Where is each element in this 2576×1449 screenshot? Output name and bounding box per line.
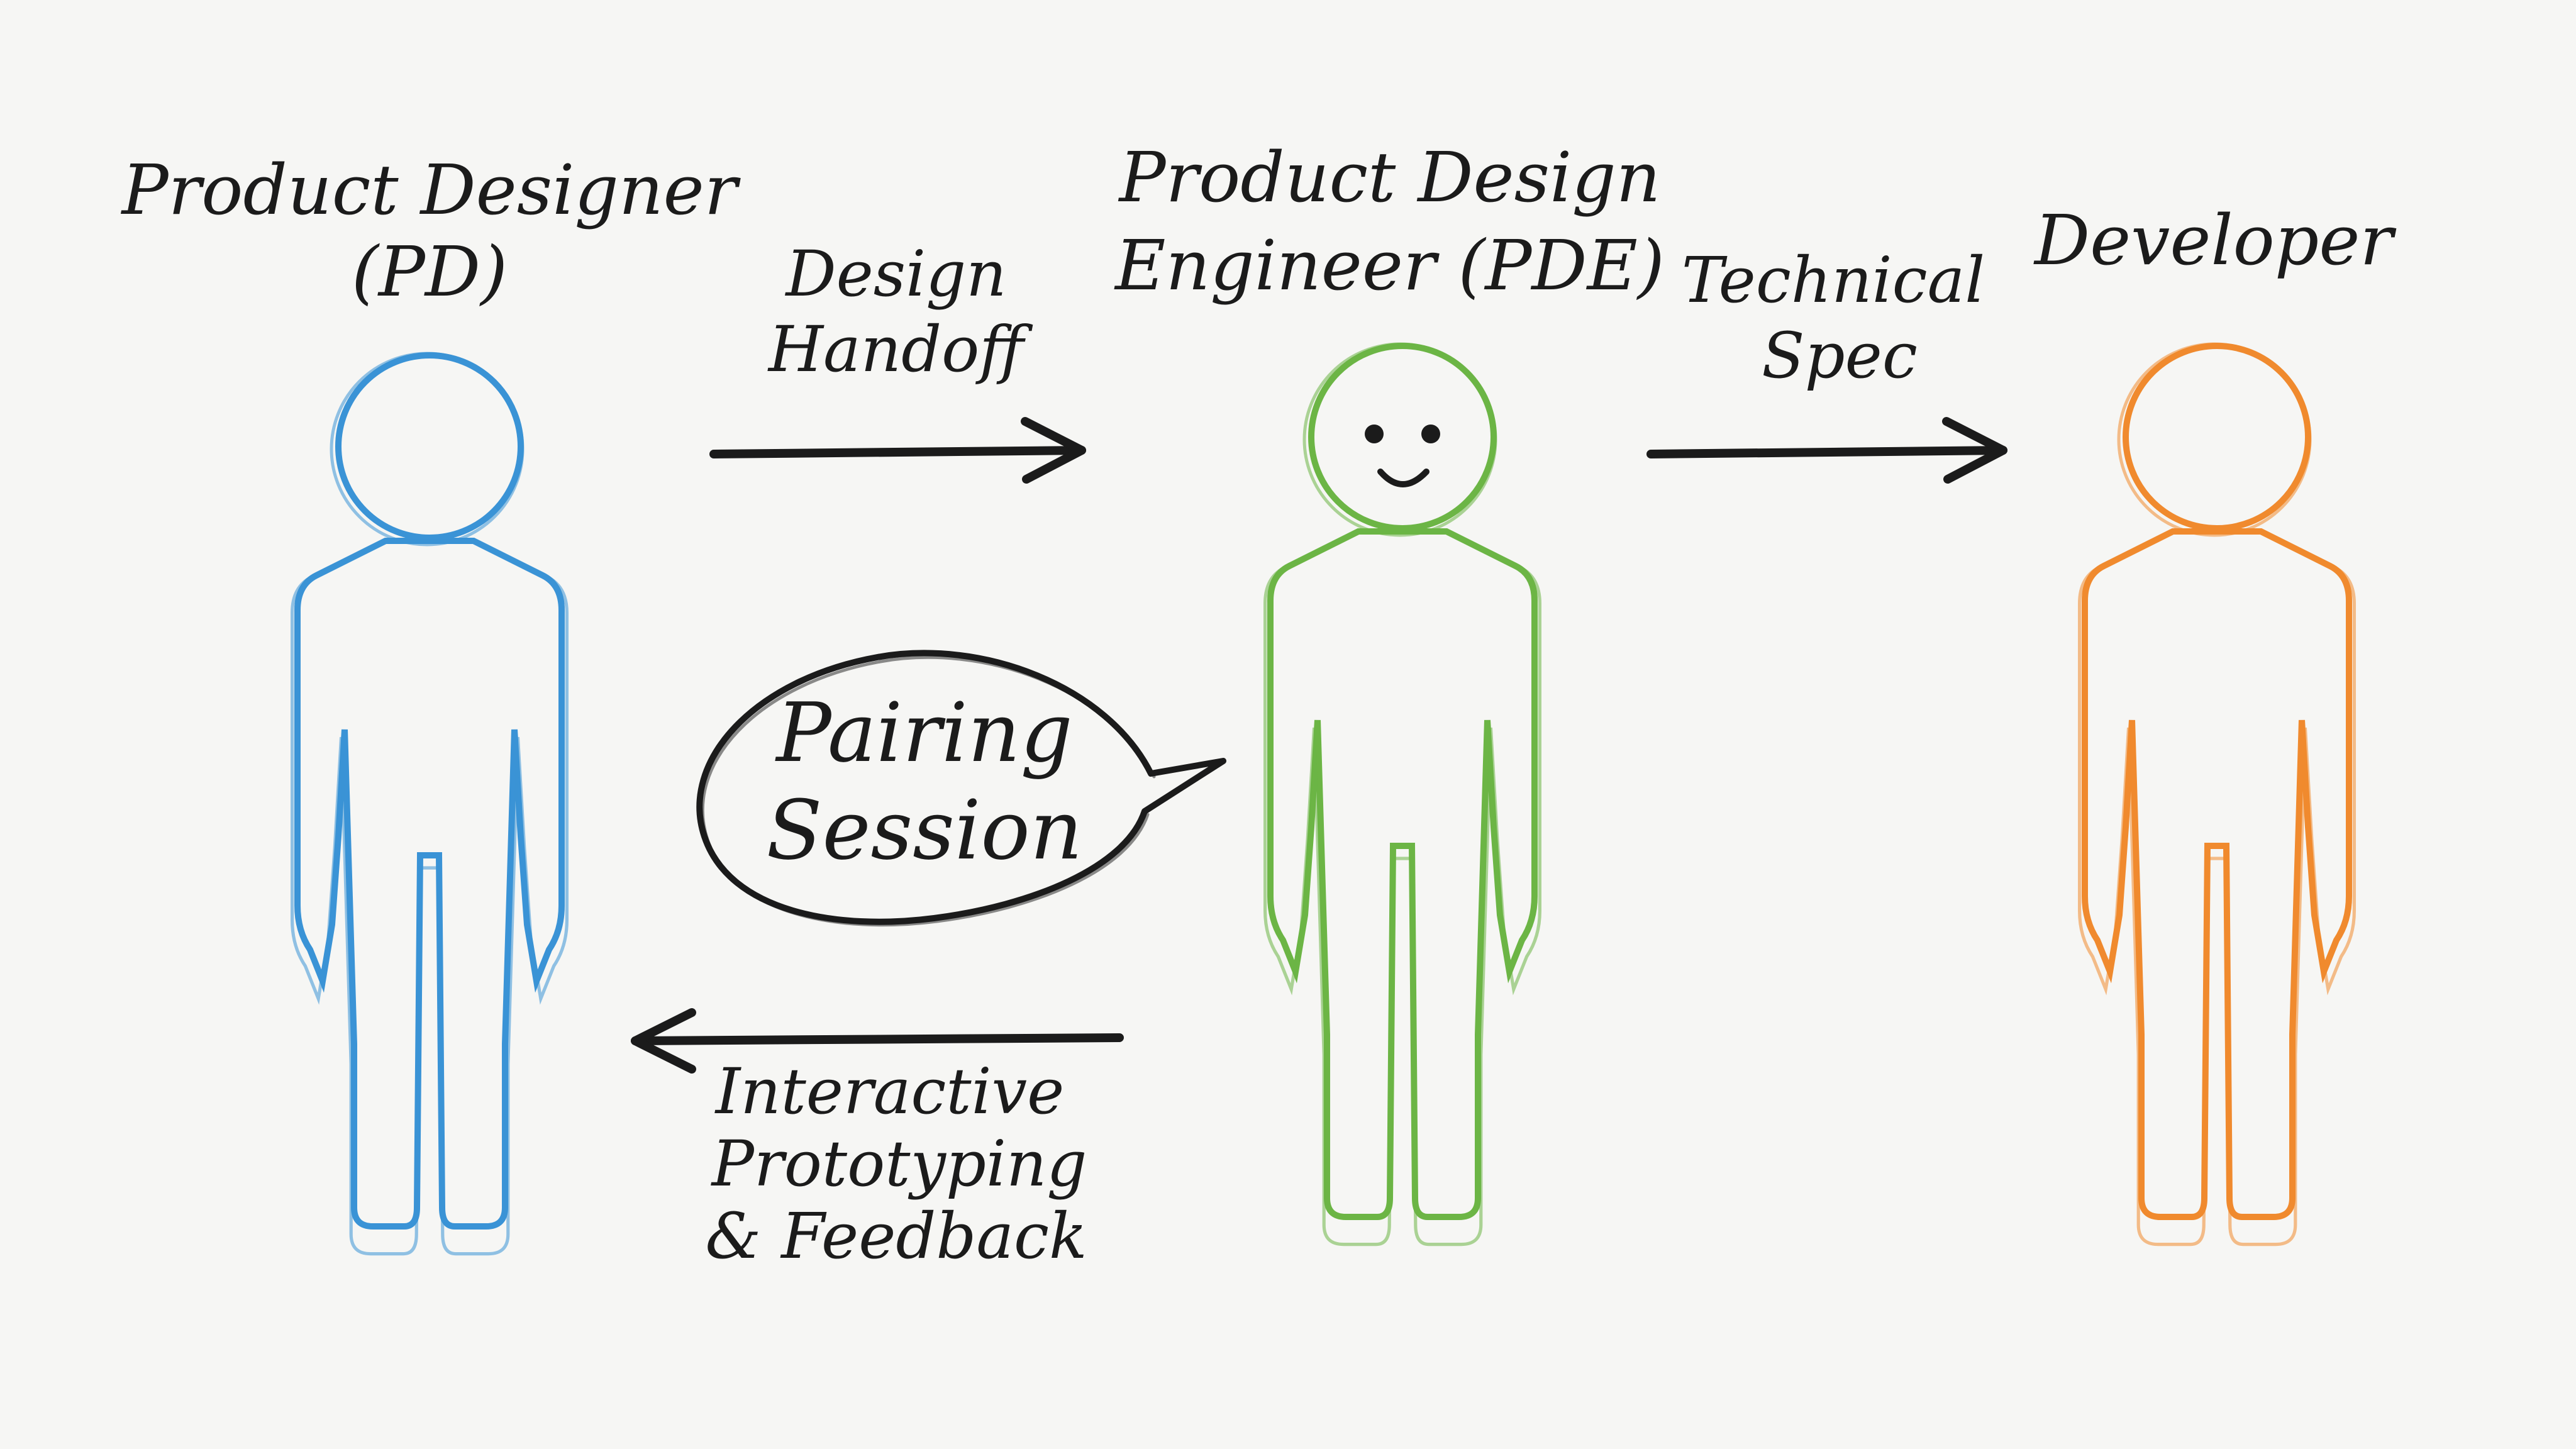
designer-title-line1: Product Designer — [121, 150, 741, 230]
pde-smile — [1377, 469, 1430, 487]
pairing-session-line2: Session — [767, 782, 1083, 878]
pde-figure — [1265, 342, 1540, 1245]
design-handoff-arrow — [709, 417, 1086, 484]
designer-body — [297, 541, 562, 1226]
design-handoff-line1: Design — [784, 237, 1006, 311]
technical-spec-line2: Spec — [1762, 319, 1918, 392]
technical-spec-arrow — [1646, 417, 2007, 484]
prototyping-line3: & Feedback — [705, 1199, 1087, 1273]
pairing-session-bubble — [696, 650, 1226, 927]
product-designer-figure — [292, 352, 567, 1254]
prototyping-line2: Prototyping — [711, 1127, 1087, 1201]
pde-head — [1308, 343, 1497, 531]
developer-body — [2085, 531, 2349, 1217]
pde-right-eye — [1421, 425, 1440, 443]
pairing-session-line1: Pairing — [775, 685, 1072, 780]
pde-left-eye — [1365, 425, 1384, 443]
pde-head-sketch — [1302, 342, 1497, 537]
developer-head-sketch — [2117, 342, 2312, 537]
designer-title-line2: (PD) — [352, 231, 508, 312]
developer-head — [2123, 343, 2311, 531]
technical-spec-line1: Technical — [1682, 243, 1985, 317]
pde-title-line2: Engineer (PDE) — [1114, 225, 1665, 306]
designer-head-sketch — [330, 352, 525, 547]
pde-title-line1: Product Design — [1118, 137, 1660, 218]
developer-figure — [2080, 342, 2355, 1245]
developer-title: Developer — [2033, 200, 2397, 280]
prototyping-feedback-arrow — [631, 1008, 1124, 1074]
prototyping-line1: Interactive — [714, 1055, 1065, 1128]
design-handoff-line2: Handoff — [767, 313, 1033, 386]
designer-head — [335, 352, 524, 541]
pde-body — [1270, 531, 1535, 1217]
